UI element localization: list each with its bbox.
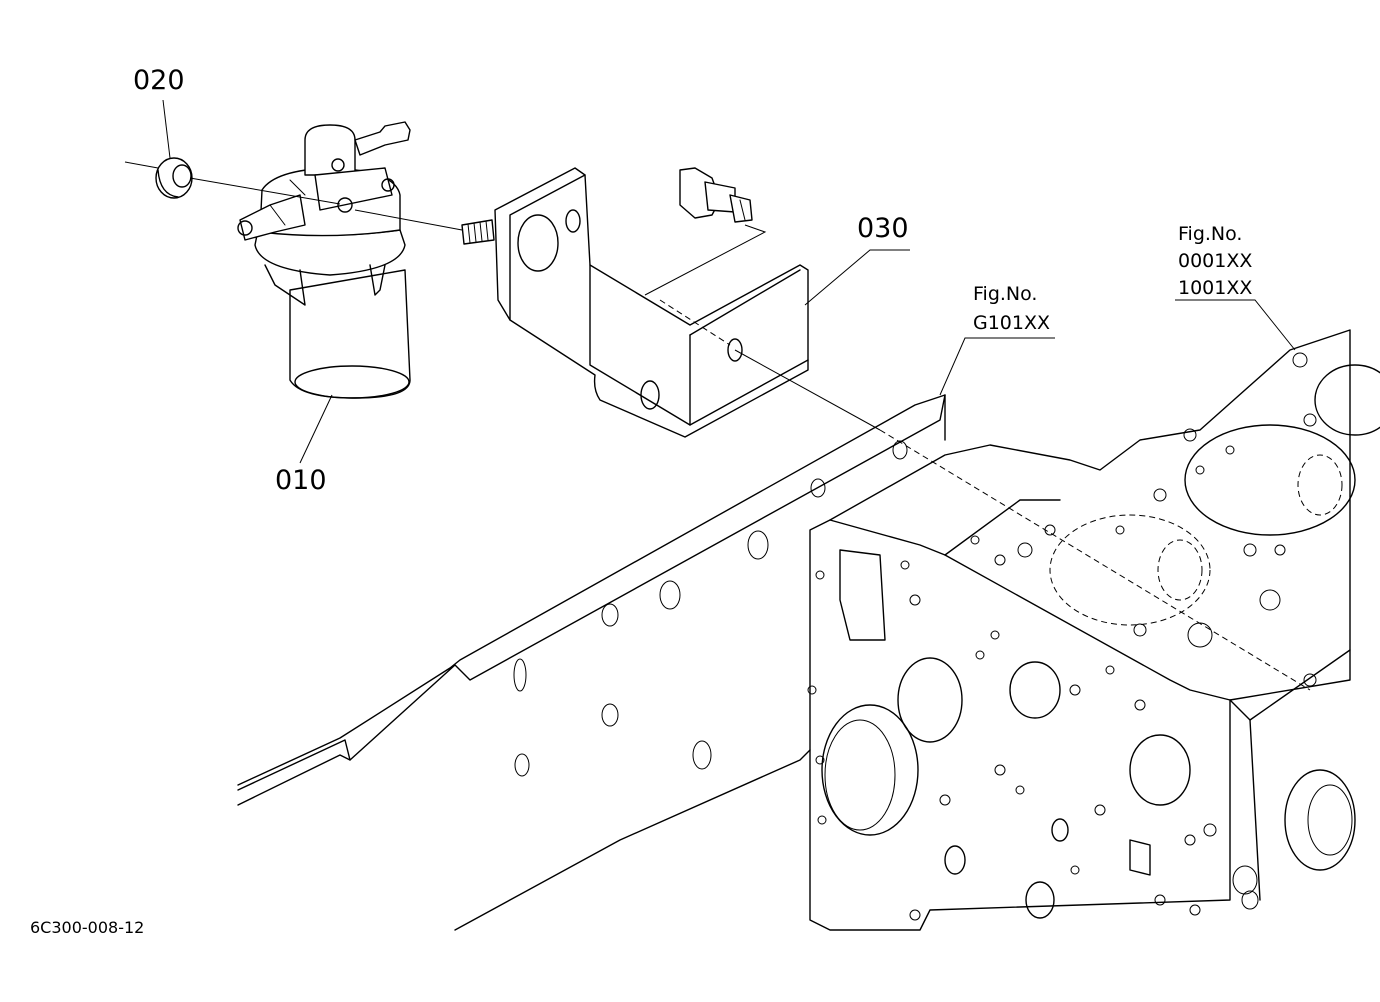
washer-020 — [155, 157, 193, 199]
part-label-010: 010 — [275, 465, 327, 496]
assembly-lines — [124, 99, 1311, 691]
bracket-030 — [494, 167, 809, 438]
fig-ref-gasket-line2: 0001XX — [1178, 250, 1252, 272]
engine-block — [237, 329, 1380, 931]
hex-fitting — [679, 167, 753, 223]
fig-ref-block-line2: G101XX — [973, 312, 1050, 334]
fig-ref-gasket-line3: 1001XX — [1178, 277, 1252, 299]
stud-bolt — [461, 219, 495, 245]
drawing-code: 6C300-008-12 — [30, 918, 144, 937]
part-label-020: 020 — [133, 65, 185, 96]
fig-ref-gasket-line1: Fig.No. — [1178, 223, 1242, 245]
part-label-030: 030 — [857, 213, 909, 244]
fig-ref-block-line1: Fig.No. — [973, 283, 1037, 305]
fuel-filter-010 — [237, 121, 411, 399]
